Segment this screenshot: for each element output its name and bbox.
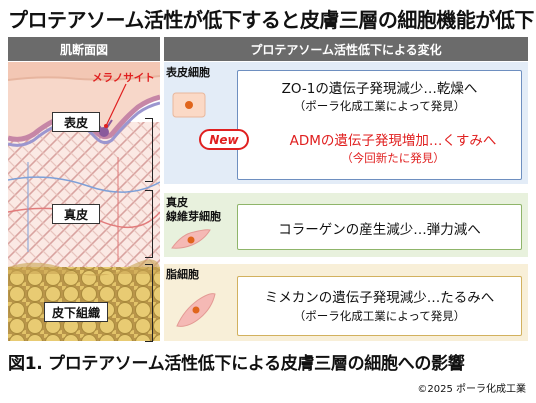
sub-mimecan-note: （ポーラ化成工業によって発見） — [293, 309, 466, 323]
cell-label-fibroblast: 真皮 線維芽細胞 — [166, 196, 221, 223]
copyright: ©2025 ポーラ化成工業 — [417, 384, 526, 395]
epi-zo1-note: （ポーラ化成工業によって発見） — [293, 99, 466, 113]
skin-cross-section: メラノサイト 表皮 真皮 皮下組織 — [8, 62, 160, 341]
change-box-subcutis: ミメカンの遺伝子発現減少…たるみへ （ポーラ化成工業によって発見） — [237, 276, 522, 336]
bracket-dermis — [145, 190, 153, 258]
cell-label-adipocyte: 脂細胞 — [166, 268, 199, 281]
change-box-epidermis: ZO-1の遺伝子発現減少…乾燥へ （ポーラ化成工業によって発見） ADMの遺伝子… — [237, 70, 522, 180]
page-title: プロテアソーム活性が低下すると皮膚三層の細胞機能が低下 — [8, 8, 534, 32]
sub-change-mimecan: ミメカンの遺伝子発現減少…たるみへ — [264, 290, 495, 306]
header-changes: プロテアソーム活性低下による変化 — [164, 37, 528, 61]
bracket-epidermis — [145, 118, 153, 182]
fibroblast-cell-icon — [171, 229, 211, 249]
melanocyte-label: メラノサイト — [92, 72, 155, 84]
layer-label-epidermis: 表皮 — [52, 112, 100, 132]
epi-adm-note: （今回新たに発見） — [341, 151, 445, 165]
epi-change-zo1: ZO-1の遺伝子発現減少…乾燥へ — [281, 81, 478, 97]
change-box-dermis: コラーゲンの産生減少…弾力減へ — [237, 204, 522, 250]
skin-illustration — [8, 62, 160, 341]
epi-change-adm: ADMの遺伝子発現増加…くすみへ — [289, 133, 497, 149]
epidermal-cell-icon — [172, 92, 206, 118]
new-badge: New — [199, 129, 249, 150]
adipocyte-cell-icon — [176, 293, 216, 327]
cell-label-epidermal: 表皮細胞 — [166, 66, 210, 79]
layer-label-subcutis: 皮下組織 — [44, 302, 108, 322]
layer-label-dermis: 真皮 — [52, 204, 100, 224]
figure-caption: 図1. プロテアソーム活性低下による皮膚三層の細胞への影響 — [8, 354, 465, 374]
bracket-subcutis — [145, 264, 153, 342]
header-skin-section: 肌断面図 — [8, 37, 160, 61]
der-change-collagen: コラーゲンの産生減少…弾力減へ — [278, 222, 481, 238]
